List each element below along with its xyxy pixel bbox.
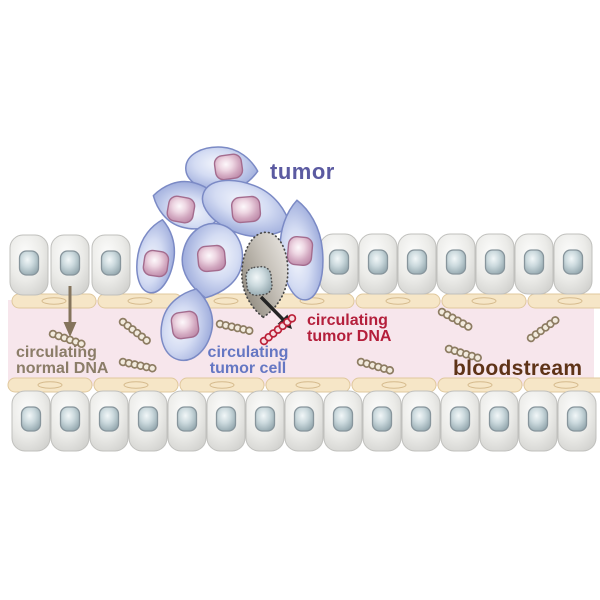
circulating-tumor-cell-label-line1: circulating: [207, 344, 289, 361]
tumor-cell-nucleus: [196, 244, 227, 273]
endothelial-cell: [11, 293, 97, 309]
circulating-normal-dna-label: circulating normal DNA: [16, 345, 108, 377]
endothelial-cell: [179, 377, 265, 393]
endothelial-cell: [351, 377, 437, 393]
tumor-cell: [184, 144, 260, 194]
normal-cell: [358, 233, 398, 295]
normal-cell: [518, 390, 558, 452]
normal-cell: [89, 390, 129, 452]
normal-cell: [9, 234, 49, 296]
normal-cell: [206, 390, 246, 452]
tumor-label: tumor: [270, 159, 335, 184]
endothelial-cell: [265, 377, 351, 393]
tumor-cell-nucleus: [142, 249, 170, 278]
tumor-cluster: [131, 144, 328, 367]
normal-cell: [245, 390, 285, 452]
circulating-normal-dna-label-line1: circulating: [16, 344, 97, 361]
circulating-tumor-cell-label: circulating tumor cell: [198, 345, 298, 377]
bloodstream-band: [8, 300, 594, 386]
normal-cell: [401, 390, 441, 452]
tumor-cell-nucleus: [213, 153, 244, 181]
normal-cell: [50, 390, 90, 452]
normal-cell: [553, 233, 593, 295]
tumor-cell: [193, 168, 301, 251]
normal-cell: [319, 233, 359, 295]
endothelial-cell: [7, 377, 93, 393]
apoptotic-nucleus: [245, 265, 273, 297]
tumor-cell: [131, 216, 181, 297]
normal-cell: [557, 390, 597, 452]
tumor-cell-nucleus: [286, 235, 314, 267]
normal-cell: [436, 233, 476, 295]
normal-cell: [323, 390, 363, 452]
tumor-cell-nucleus: [170, 310, 200, 340]
circulating-tumor-dna-label: circulating tumor DNA: [307, 313, 391, 345]
normal-cell: [479, 390, 519, 452]
normal-cell: [440, 390, 480, 452]
circulating-tumor-cell-shape: [153, 282, 222, 367]
normal-cell: [475, 233, 515, 295]
normal-cell: [11, 390, 51, 452]
normal-cell: [514, 233, 554, 295]
bloodstream-label: bloodstream: [453, 357, 583, 380]
endothelial-cell: [355, 293, 441, 309]
tumor-cell: [275, 197, 328, 303]
endothelial-cell: [441, 293, 527, 309]
normal-cell: [91, 234, 131, 296]
normal-cell: [397, 233, 437, 295]
circulating-tumor-dna-label-line1: circulating: [307, 312, 388, 329]
circulating-tumor-dna-label-line2: tumor DNA: [307, 328, 392, 345]
apoptotic-tumor-cell: [239, 230, 290, 319]
normal-cell: [284, 390, 324, 452]
epithelium-top-right: [319, 233, 593, 295]
circulating-normal-dna-label-line2: normal DNA: [16, 360, 109, 377]
tumor-cell: [175, 217, 249, 304]
normal-cell: [167, 390, 207, 452]
tumor-cell-nucleus: [230, 195, 262, 224]
endothelial-cell: [527, 293, 600, 309]
endothelial-cell: [93, 377, 179, 393]
epithelium-bottom: [11, 390, 597, 452]
normal-dna-arrow: [63, 286, 77, 337]
normal-cell: [362, 390, 402, 452]
tumor-cell-nucleus: [166, 195, 196, 224]
circulating-tumor-cell-label-line2: tumor cell: [209, 360, 287, 377]
tumor-cell: [146, 172, 227, 237]
normal-cell: [128, 390, 168, 452]
